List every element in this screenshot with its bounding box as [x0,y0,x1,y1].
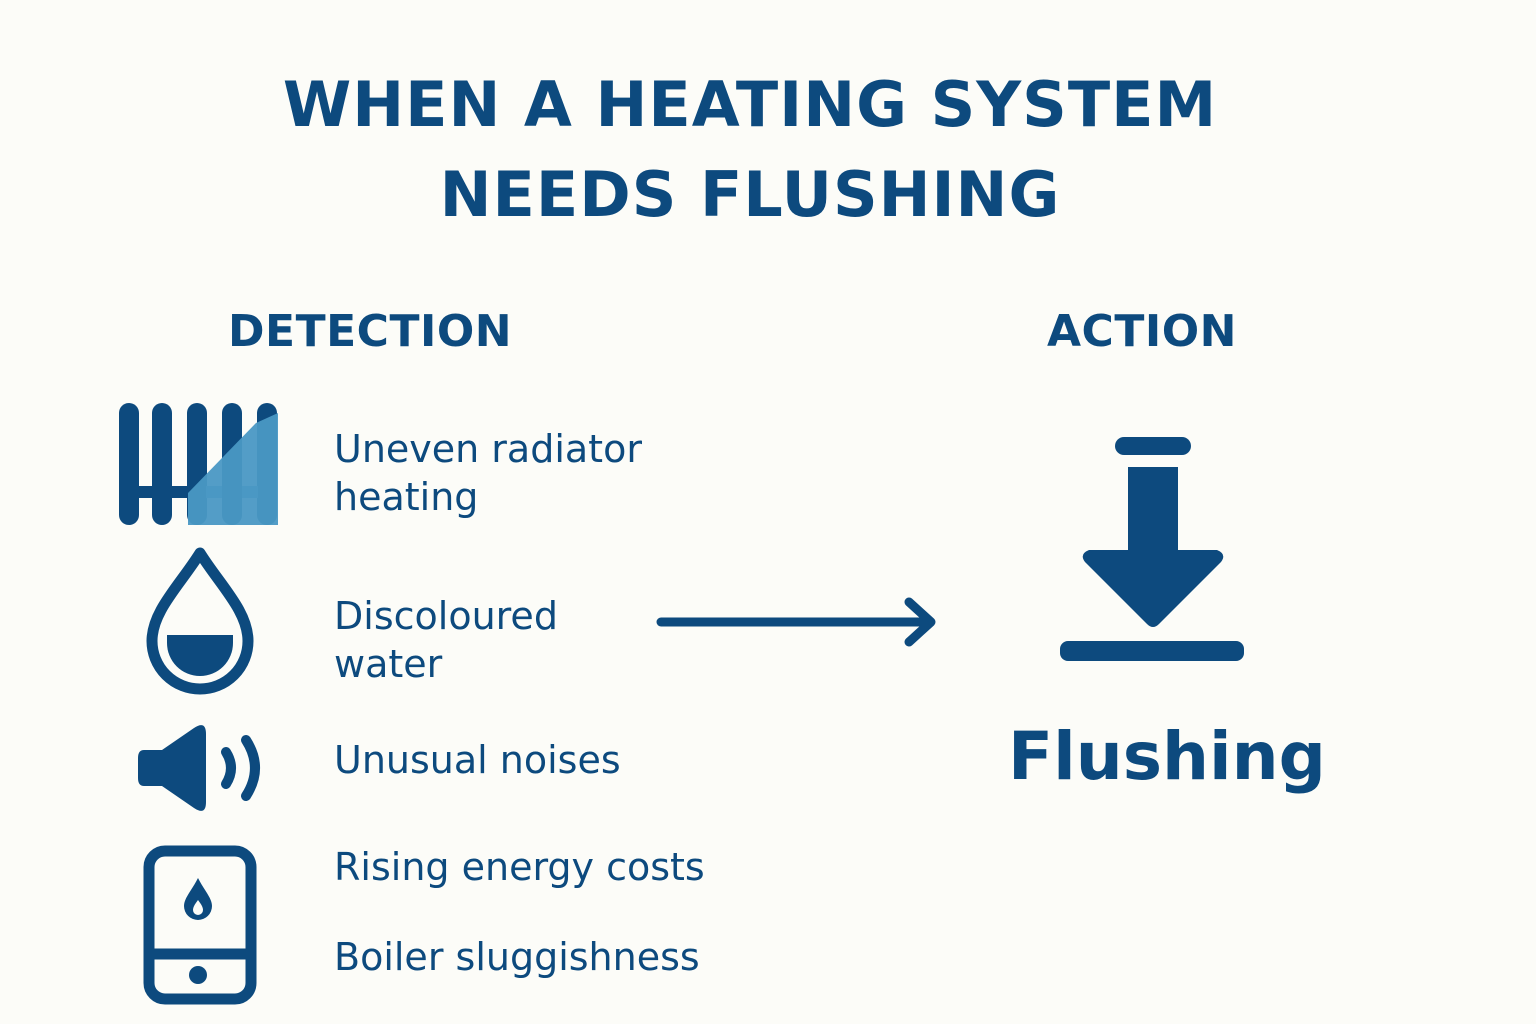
speaker-icon [138,725,260,811]
detection-item-discoloured-water: Discoloured water [334,592,754,688]
detection-item-label: Discoloured [334,594,558,638]
detection-item-label: Rising energy costs [334,845,705,889]
detection-item-label: water [334,642,443,686]
detection-item-energy-costs: Rising energy costs [334,843,754,891]
detection-heading: DETECTION [228,306,513,357]
download-arrow-icon [1060,437,1244,661]
smart-meter-icon [143,845,257,1005]
detection-item-label: Boiler sluggishness [334,935,700,979]
detection-item-label: heating [334,475,479,519]
title-line-2: NEEDS FLUSHING [439,158,1061,231]
detection-item-label: Unusual noises [334,738,621,782]
title-line-1: WHEN A HEATING SYSTEM [282,68,1218,141]
detection-item-label: Uneven radiator [334,427,642,471]
action-label: Flushing [1008,718,1326,795]
action-heading: ACTION [1047,306,1237,357]
water-drop-icon [146,547,254,695]
detection-item-uneven-heating: Uneven radiator heating [334,425,754,521]
detection-item-unusual-noises: Unusual noises [334,736,754,784]
right-arrow-icon [656,597,936,647]
radiator-icon [119,403,278,525]
page-title: WHEN A HEATING SYSTEM NEEDS FLUSHING [0,60,1500,240]
detection-item-boiler-sluggishness: Boiler sluggishness [334,933,754,981]
